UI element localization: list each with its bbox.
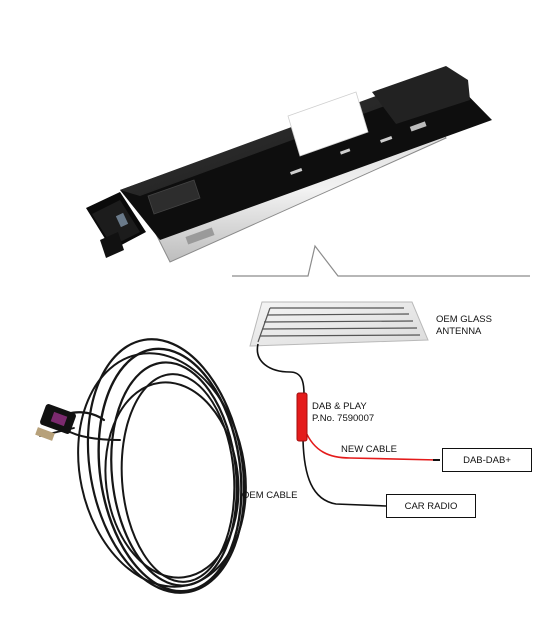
module-label-line-1: DAB & PLAY xyxy=(312,401,367,412)
new-cable-label: NEW CABLE xyxy=(341,444,397,455)
fakra-connector-icon xyxy=(35,404,76,441)
module-label: DAB & PLAY P.No. 7590007 xyxy=(312,401,374,425)
oem-cable-label: OEM CABLE xyxy=(242,490,298,501)
oem-cable xyxy=(302,439,387,507)
new-cable xyxy=(304,429,439,461)
antenna-label-line-2: ANTENNA xyxy=(436,326,482,337)
antenna-label: OEM GLASS ANTENNA xyxy=(436,314,492,338)
separator-line xyxy=(232,244,530,277)
cable-coil-image xyxy=(39,338,247,594)
dab-box: DAB-DAB+ xyxy=(442,448,532,472)
module-label-line-2: P.No. 7590007 xyxy=(312,413,375,424)
dab-play-module xyxy=(296,392,308,442)
glass-antenna-icon xyxy=(249,301,429,347)
antenna-cable xyxy=(256,343,305,395)
dab-module-image xyxy=(86,66,492,263)
antenna-label-line-1: OEM GLASS xyxy=(436,314,492,325)
car-radio-box: CAR RADIO xyxy=(386,494,476,518)
